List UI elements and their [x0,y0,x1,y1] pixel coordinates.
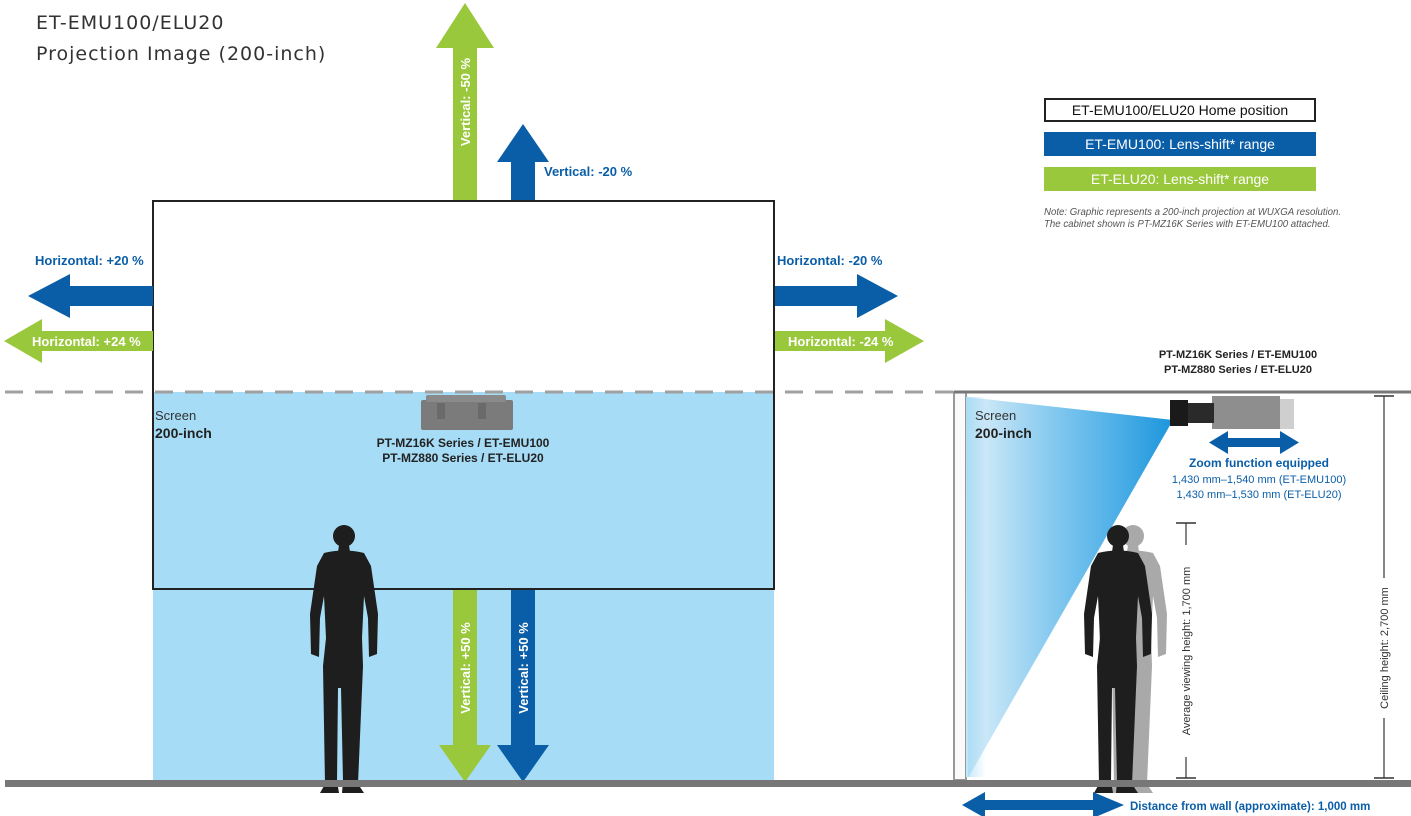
projection-beam [966,397,1173,778]
side-screen-label: Screen [975,408,1016,423]
ceiling-height-label: Ceiling height: 2,700 mm [1379,587,1391,709]
projector-side-icon [1170,396,1294,429]
vertical-up-blue-arrow [497,124,549,200]
horizontal-left-blue-arrow [28,274,153,318]
home-position-frame [152,200,775,590]
zoom-emu100: 1,430 mm–1,540 mm (ET-EMU100) [1172,474,1346,486]
vertical-down-blue-label: Vertical: +50 % [516,622,531,714]
vertical-down-green-arrow: Vertical: +50 % [439,590,491,782]
horizontal-right-blue-arrow [775,274,898,318]
legend-elu20-range: ET-ELU20: Lens-shift* range [1044,167,1316,191]
horizontal-left-blue-label: Horizontal: +20 % [35,253,144,268]
vertical-down-green-label: Vertical: +50 % [458,622,473,714]
note-text: Note: Graphic represents a 200-inch proj… [1044,206,1384,230]
distance-from-wall-label: Distance from wall (approximate): 1,000 … [1130,801,1370,813]
projector-front-icon [421,395,513,430]
screen-label: Screen [155,408,196,423]
screen-size-label: 200-inch [155,425,212,441]
horizontal-left-green-arrow: Horizontal: +24 % [4,319,153,363]
horizontal-right-green-arrow: Horizontal: -24 % [775,319,924,363]
zoom-title: Zoom function equipped [1189,456,1329,470]
legend-home-position: ET-EMU100/ELU20 Home position [1044,98,1316,122]
note-line1: Note: Graphic represents a 200-inch proj… [1044,206,1342,218]
vertical-up-green-label: Vertical: -50 % [458,57,473,146]
side-wall [953,391,967,781]
vertical-up-green-arrow: Vertical: -50 % [436,3,494,200]
page-title: ET-EMU100/ELU20 [36,12,225,34]
side-projector-line1: PT-MZ16K Series / ET-EMU100 [1159,349,1317,361]
legend-emu100-range: ET-EMU100: Lens-shift* range [1044,132,1316,156]
side-screen-size-label: 200-inch [975,425,1032,441]
horizontal-left-green-label: Horizontal: +24 % [32,334,141,349]
note-line2: The cabinet shown is PT-MZ16K Series wit… [1044,218,1331,230]
ceiling-height-dimension [1374,395,1394,779]
vertical-up-blue-label: Vertical: -20 % [544,164,633,179]
vertical-down-blue-arrow: Vertical: +50 % [497,590,549,782]
side-projector-line2: PT-MZ880 Series / ET-ELU20 [1164,364,1312,376]
avg-viewing-height-dimension [1176,522,1196,779]
zoom-range-arrow [1209,431,1299,454]
projector-model-line2: PT-MZ880 Series / ET-ELU20 [382,451,544,465]
floor-line [5,780,1411,787]
distance-from-wall-arrow [962,792,1124,816]
horizontal-right-blue-label: Horizontal: -20 % [777,253,883,268]
horizontal-right-green-label: Horizontal: -24 % [788,334,894,349]
zoom-elu20: 1,430 mm–1,530 mm (ET-ELU20) [1176,489,1341,501]
avg-viewing-height-label: Average viewing height: 1,700 mm [1181,567,1193,736]
projector-model-line1: PT-MZ16K Series / ET-EMU100 [377,436,550,450]
page-subtitle: Projection Image (200-inch) [36,43,327,65]
